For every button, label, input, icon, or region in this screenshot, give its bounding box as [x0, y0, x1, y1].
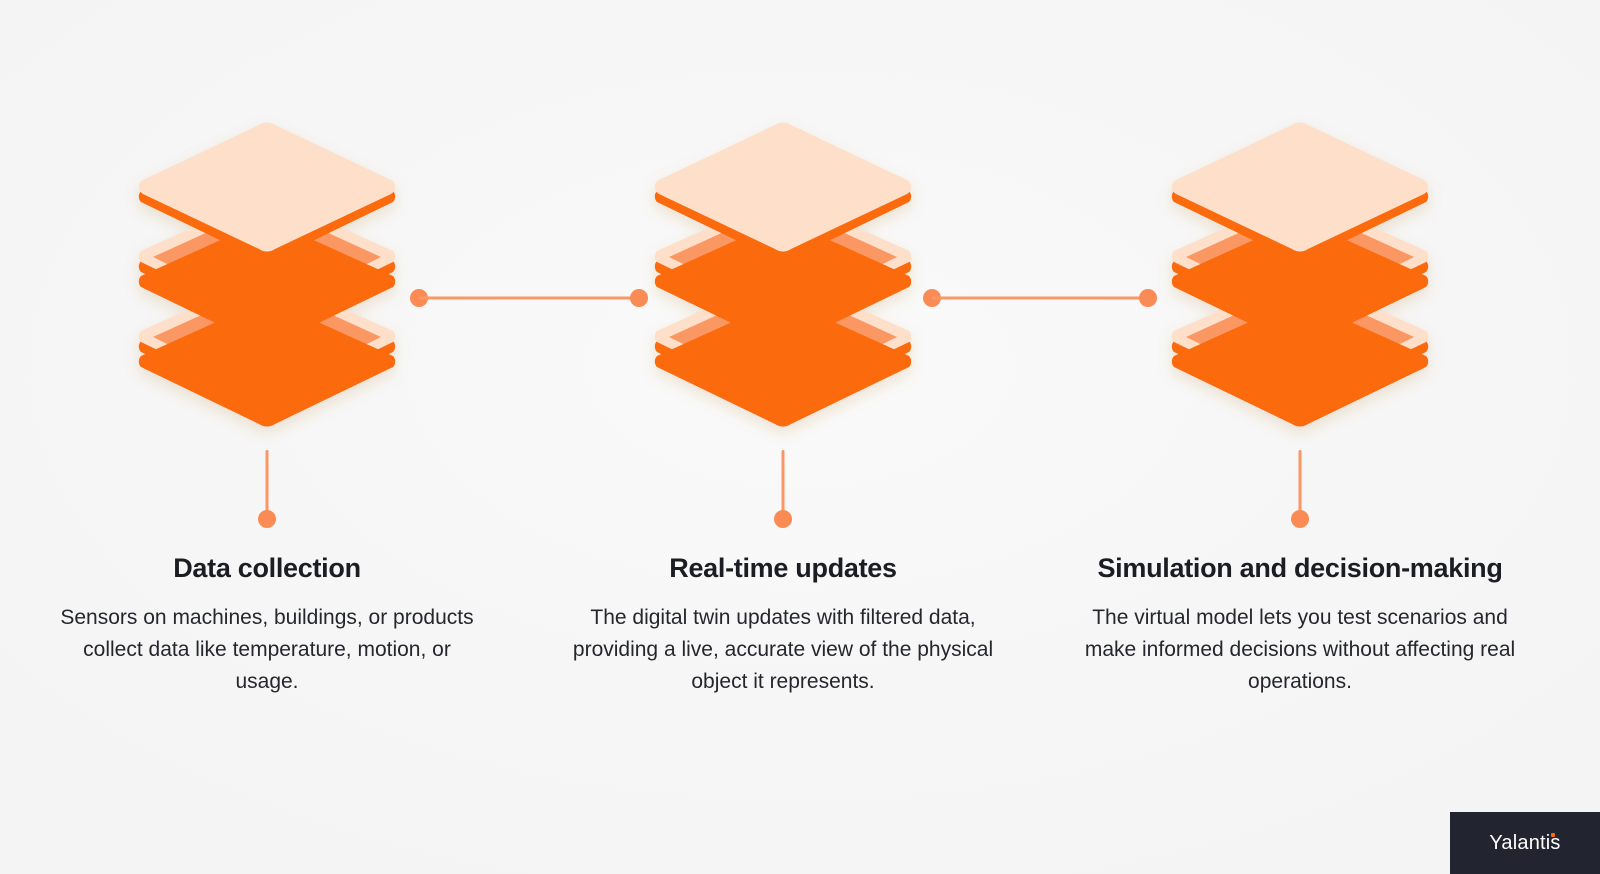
connector-vertical-step1 [258, 450, 276, 528]
connector-dot-right [630, 289, 648, 307]
step-description: The digital twin updates with filtered d… [572, 606, 994, 693]
stacked-layers-icon [134, 122, 400, 452]
stacked-layers-icon [1167, 122, 1433, 452]
step-description: The virtual model lets you test scenario… [1084, 606, 1516, 693]
step-title: Real-time updates [669, 553, 897, 583]
connector-line [932, 296, 1148, 300]
connector-vertical-step2 [774, 450, 792, 528]
brand-badge: Yalantis [1450, 812, 1600, 874]
step-card-simulation-and-decision-making: Simulation and decision-making The virtu… [1040, 0, 1560, 874]
connector-line [1298, 450, 1302, 512]
connector-step1-step2 [410, 289, 648, 307]
connector-dot [774, 510, 792, 528]
brand-accent-dot [1550, 832, 1555, 837]
connector-line [265, 450, 269, 512]
step-card-real-time-updates: Real-time updates The digital twin updat… [523, 0, 1043, 874]
step-text-block: Simulation and decision-making The virtu… [1050, 551, 1550, 698]
connector-line [419, 296, 639, 300]
connector-line [781, 450, 785, 512]
connector-dot-right [1139, 289, 1157, 307]
brand-label: Yalantis [1489, 831, 1561, 854]
step-description: Sensors on machines, buildings, or produ… [60, 606, 474, 693]
step-text-block: Data collection Sensors on machines, bui… [17, 551, 517, 698]
connector-dot [258, 510, 276, 528]
step-title: Simulation and decision-making [1097, 553, 1503, 583]
step-title: Data collection [173, 553, 361, 583]
stacked-layers-icon [650, 122, 916, 452]
step-card-data-collection: Data collection Sensors on machines, bui… [7, 0, 527, 874]
brand-name: Yalantis [1489, 832, 1560, 855]
connector-vertical-step3 [1291, 450, 1309, 528]
connector-dot [1291, 510, 1309, 528]
connector-step2-step3 [923, 289, 1157, 307]
step-text-block: Real-time updates The digital twin updat… [533, 551, 1033, 698]
